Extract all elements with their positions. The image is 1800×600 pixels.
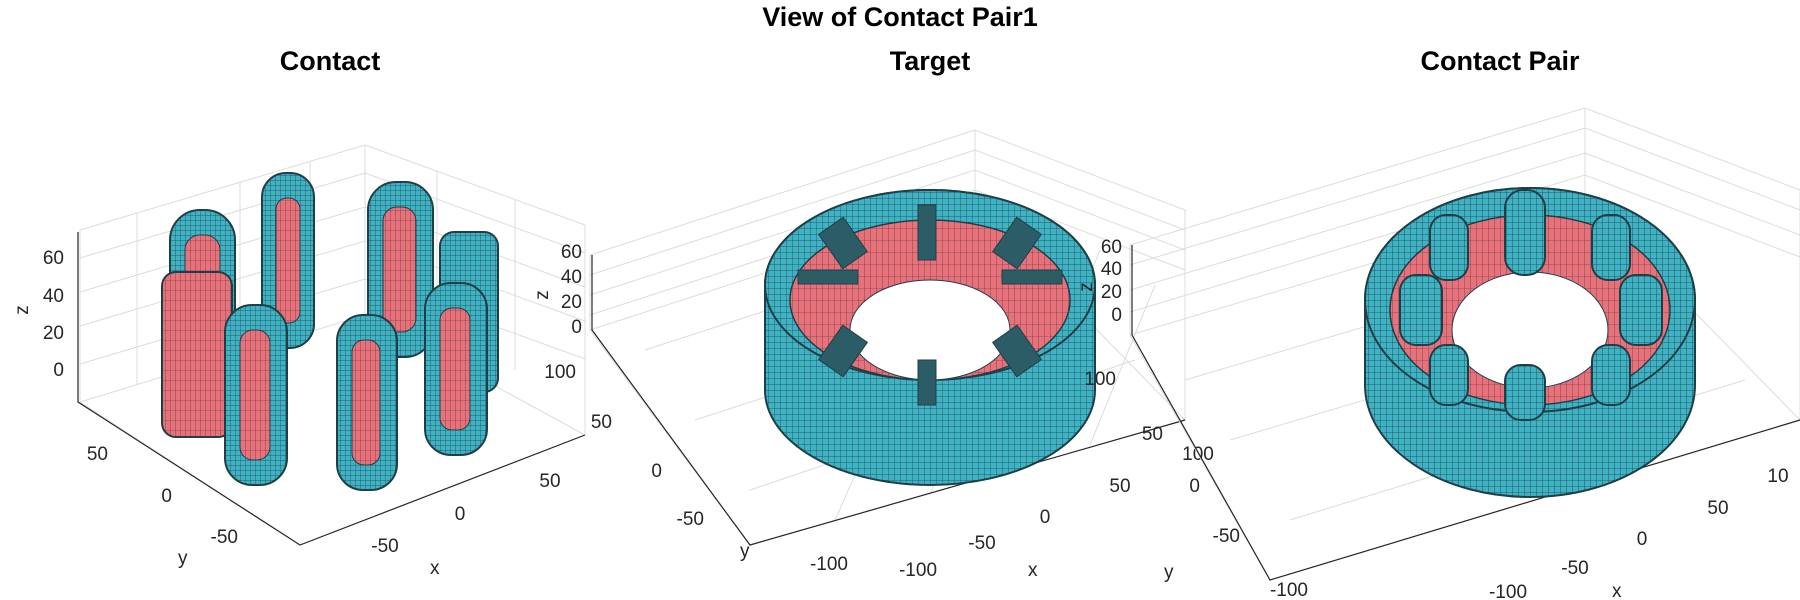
y-ticks-target: 100 50 0 -50 -100	[544, 362, 848, 575]
z-tick: 60	[43, 248, 64, 269]
x-axis-label: x	[1028, 560, 1038, 581]
z-tick: 40	[43, 286, 64, 307]
x-tick: 50	[1707, 498, 1728, 519]
z-ticks-pair: 60 40 20 0	[1101, 237, 1122, 326]
y-axis-label: y	[178, 548, 188, 569]
coil-ends-pair	[1399, 189, 1663, 421]
x-tick: -100	[1489, 582, 1527, 600]
coil-3-inner	[275, 197, 301, 324]
x-axis-label: x	[430, 558, 440, 579]
stator-teeth	[797, 204, 1063, 406]
x-tick: 50	[1109, 476, 1130, 497]
z-tick: 20	[43, 323, 64, 344]
z-axis-label: z	[532, 290, 553, 300]
panel-title-target: Target	[889, 46, 971, 76]
z-tick: 0	[571, 317, 582, 338]
coil-2	[161, 271, 233, 438]
y-tick: 50	[1142, 424, 1163, 445]
z-axis-label: z	[12, 305, 33, 315]
axis-lines-pair	[1131, 245, 1800, 581]
y-axis-label: y	[1164, 562, 1174, 583]
x-tick: -100	[899, 560, 937, 581]
x-tick: 0	[455, 504, 466, 525]
y-tick: -100	[810, 554, 848, 575]
panel-contact: Contact	[0, 0, 660, 600]
y-tick: 100	[544, 362, 576, 383]
y-axis-label: y	[740, 541, 750, 562]
x-tick: 10	[1767, 466, 1788, 487]
panel-title-contact: Contact	[279, 46, 381, 76]
panel-target: Target	[532, 0, 1260, 600]
z-tick: 40	[1101, 259, 1122, 280]
coil-8-inner	[351, 339, 381, 466]
z-tick: 0	[53, 360, 64, 381]
axis-lines-contact	[77, 232, 586, 546]
z-tick: 60	[1101, 237, 1122, 258]
x-tick: 0	[1040, 507, 1051, 528]
y-tick: -50	[677, 509, 704, 530]
x-tick: -50	[371, 536, 398, 557]
plot-contact-pair[interactable]: 60 40 20 0 z 100 50 0 -50 -100 y -100 -5…	[1076, 0, 1800, 600]
y-tick: -50	[211, 527, 238, 548]
x-tick: -50	[968, 533, 995, 554]
z-tick: 20	[1101, 282, 1122, 303]
y-tick: 50	[591, 412, 612, 433]
z-tick: 60	[561, 242, 582, 263]
panel-title-contact-pair: Contact Pair	[1420, 46, 1580, 76]
z-ticks-target: 60 40 20 0	[561, 242, 582, 338]
z-ticks-contact: 60 40 20 0	[43, 248, 64, 381]
x-tick: 50	[539, 471, 560, 492]
x-tick: -50	[1561, 558, 1588, 579]
panel-contact-pair: Contact Pair	[1076, 0, 1800, 600]
y-tick: -100	[1270, 580, 1308, 600]
y-tick: -50	[1213, 526, 1240, 547]
y-tick: 50	[87, 444, 108, 465]
plot-target[interactable]: 60 40 20 0 z 100 50 0 -50 -100 y -100 -5…	[532, 0, 1260, 600]
x-ticks-pair: -100 -50 0 50 10	[1489, 466, 1789, 600]
plot-contact[interactable]: 60 40 20 0 z 50 0 -50 y -50 0 50 x	[0, 0, 660, 600]
z-tick: 0	[1111, 305, 1122, 326]
x-tick: 0	[1637, 529, 1648, 550]
z-tick: 20	[561, 292, 582, 313]
coil-7-inner	[439, 307, 471, 431]
coil-group	[161, 172, 499, 491]
y-tick: 0	[161, 486, 172, 507]
x-axis-label: x	[1612, 581, 1622, 600]
y-ticks-pair: 100 50 0 -50 -100	[1084, 369, 1308, 600]
z-tick: 40	[561, 267, 582, 288]
coil-5-inner	[382, 206, 417, 333]
coil-4-inner	[239, 329, 271, 461]
y-tick: 0	[651, 461, 662, 482]
y-ticks-contact: 50 0 -50	[87, 444, 238, 548]
axes-box-contact	[79, 144, 586, 546]
figure-title: View of Contact Pair1	[762, 2, 1038, 32]
y-tick: 0	[1189, 476, 1200, 497]
y-tick: 100	[1084, 369, 1116, 390]
z-axis-label: z	[1076, 282, 1097, 292]
x-ticks-contact: -50 0 50	[371, 471, 560, 557]
